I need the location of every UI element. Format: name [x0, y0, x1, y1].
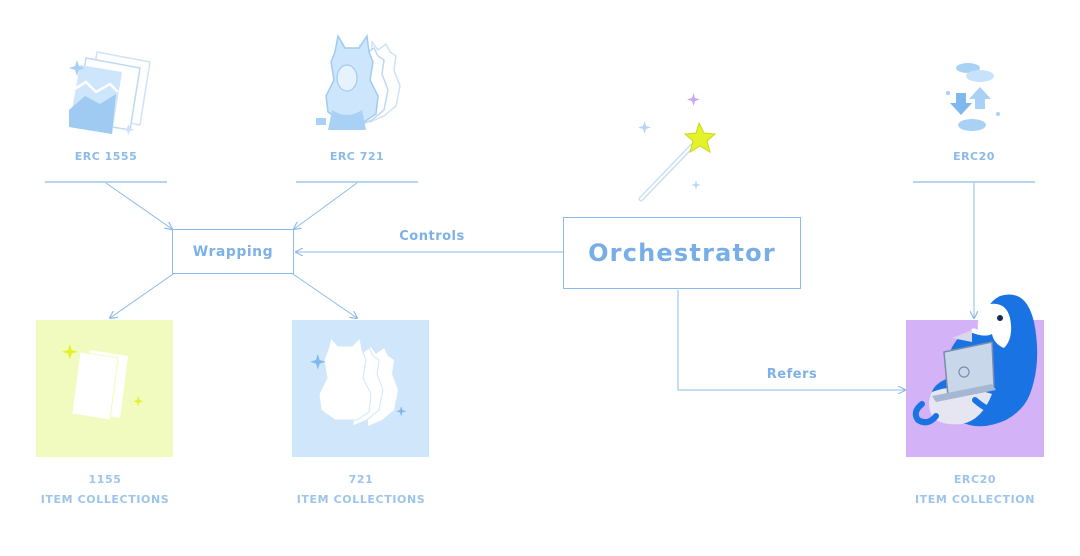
edge-wrapping-to-1155 — [110, 271, 177, 318]
coins-swap-icon — [946, 63, 1000, 131]
orchestrator-node: Orchestrator — [563, 217, 801, 289]
caption-erc20: ERC20 ITEM COLLECTION — [895, 470, 1055, 510]
caption-1155: 1155 ITEM COLLECTIONS — [25, 470, 185, 510]
caption-erc20-number: ERC20 — [953, 473, 997, 486]
edge-orchestrator-refers-erc20 — [677, 290, 905, 390]
edge-wrapping-to-721 — [289, 271, 357, 318]
edge-label-controls: Controls — [399, 229, 465, 244]
edge-label-refers: Refers — [766, 367, 818, 382]
label-erc721: ERC 721 — [329, 150, 385, 163]
caption-1155-number: 1155 — [88, 473, 122, 486]
penguin-laptop-icon — [912, 294, 1038, 427]
label-erc20: ERC20 — [953, 150, 995, 163]
paintings-icon — [69, 51, 151, 135]
blank-paintings-icon — [62, 344, 144, 421]
caption-721-label: ITEM COLLECTIONS — [296, 493, 426, 506]
nft-statue-icon — [316, 33, 401, 130]
caption-721: 721 ITEM COLLECTIONS — [281, 470, 441, 510]
orchestrator-label: Orchestrator — [588, 239, 776, 267]
edge-erc721-to-wrapping — [294, 182, 358, 229]
blank-statues-icon — [310, 336, 407, 427]
caption-1155-label: ITEM COLLECTIONS — [40, 493, 170, 506]
caption-erc20-label: ITEM COLLECTION — [914, 493, 1036, 506]
wrapping-label: Wrapping — [192, 243, 274, 260]
wrapping-node: Wrapping — [172, 229, 294, 274]
edge-erc1555-to-wrapping — [105, 182, 172, 229]
label-erc1555: ERC 1555 — [74, 150, 138, 163]
caption-721-number: 721 — [348, 473, 374, 486]
magic-wand-icon — [638, 93, 717, 202]
